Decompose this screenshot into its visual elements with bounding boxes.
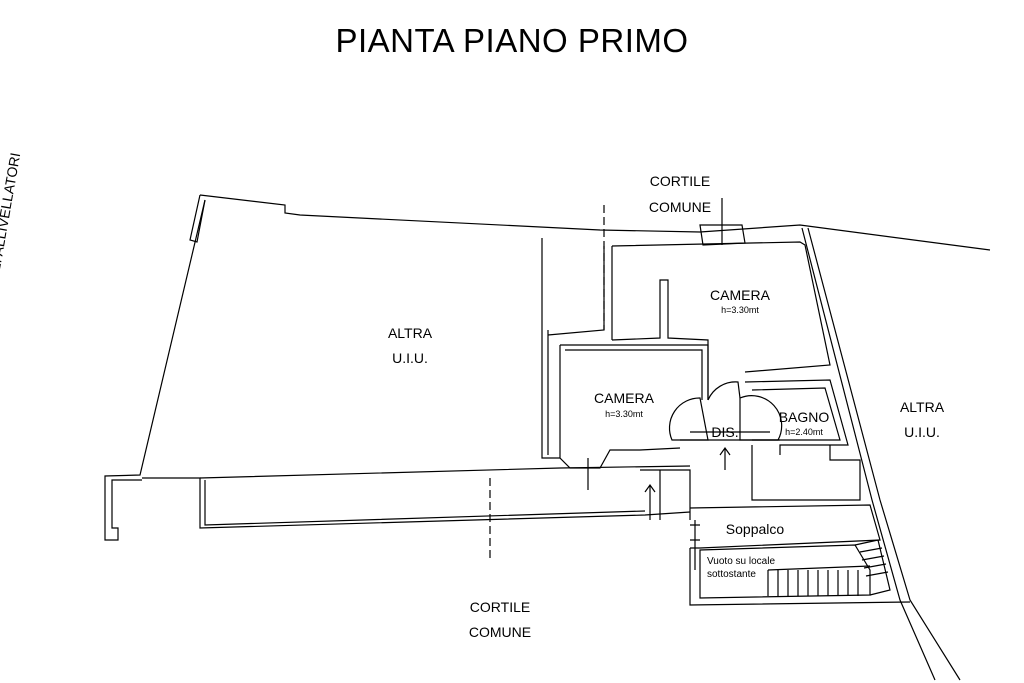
bagno-walls: [744, 379, 849, 455]
left-wall: [189, 194, 206, 243]
camera-upper-height: h=3.30mt: [721, 305, 759, 315]
center-wall-1: [541, 238, 560, 459]
stairs: [767, 539, 891, 596]
center-wall-3: [547, 246, 605, 336]
right-wall-inner: [801, 227, 936, 681]
altra-right-line1: ALTRA: [899, 399, 945, 415]
arrow-corridor: [644, 483, 656, 520]
soppalco-box: [689, 504, 881, 549]
altra-right-line2: U.I.U.: [904, 424, 940, 440]
cortile-top-line2: COMUNE: [648, 199, 712, 215]
bagno-height: h=2.40mt: [785, 427, 823, 437]
camera-lower-inner: [565, 349, 703, 400]
cortile-bottom-line1: CORTILE: [469, 599, 531, 615]
altra-uiu-left-outline: [199, 194, 991, 251]
bottom-wall-left-inner: [204, 480, 646, 526]
camera-lower-height: h=3.30mt: [605, 409, 643, 419]
dis-door-left: [668, 397, 709, 441]
page-title: PIANTA PIANO PRIMO: [335, 22, 689, 59]
cortile-bottom-line2: COMUNE: [468, 624, 532, 640]
vuoto-line2: sottostante: [707, 569, 756, 580]
camera-lower-walls: [559, 344, 709, 469]
dis-door-top: [707, 381, 741, 401]
bottom-wall-left: [142, 477, 691, 529]
camera-upper-name: CAMERA: [710, 287, 770, 303]
camera-lower-name: CAMERA: [594, 390, 654, 406]
lower-right-box: [751, 445, 861, 501]
arrow-dis: [719, 446, 731, 470]
dis-door-right: [739, 395, 783, 441]
door-soppalco: [690, 520, 700, 570]
corridor-lower: [640, 469, 691, 520]
camera-upper-inner: [611, 279, 709, 400]
dis-label: DIS.: [711, 424, 739, 440]
bottom-wall: [689, 548, 911, 606]
bagno-inner: [751, 387, 841, 441]
vuoto-line1: Vuoto su locale: [707, 556, 776, 567]
soppalco-label: Soppalco: [725, 521, 785, 537]
corridor-top: [199, 465, 691, 479]
altra-left-line2: U.I.U.: [392, 350, 428, 366]
bagno-name: BAGNO: [778, 409, 830, 425]
window-top: [699, 224, 746, 246]
right-wall: [807, 227, 961, 681]
left-boundary: [104, 199, 206, 541]
cortile-top-line1: CORTILE: [649, 173, 711, 189]
altra-left-line1: ALTRA: [387, 325, 433, 341]
stair-area: [699, 544, 871, 599]
